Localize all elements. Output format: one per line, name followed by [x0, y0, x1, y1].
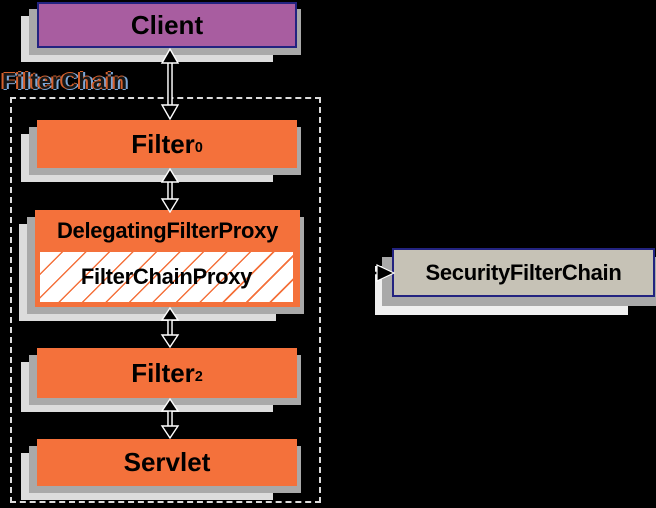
filter2-label: Filter	[131, 357, 195, 388]
servlet-label: Servlet	[123, 447, 211, 477]
arrow-filter0-delegatingfilterproxy-icon	[157, 168, 183, 213]
client-label: Client	[130, 9, 204, 40]
filterchain-group-label: FilterChain	[2, 68, 128, 94]
filter-chain-proxy-node: FilterChainProxy	[40, 252, 293, 302]
arrow-delegatingfilterproxy-filter2-icon	[157, 307, 183, 348]
delegating-filter-proxy-title: DelegatingFilterProxy	[56, 218, 279, 243]
filterchain-group-border	[10, 97, 321, 503]
client-node: Client	[37, 2, 297, 48]
delegating-filter-proxy-node: DelegatingFilterProxy FilterChainProxy	[35, 210, 300, 307]
arrow-filterchainproxy-securityfilterchain-icon	[330, 260, 396, 286]
filter0-label: Filter	[131, 128, 195, 159]
arrow-filter2-servlet-icon	[157, 398, 183, 439]
servlet-node: Servlet	[37, 439, 297, 486]
arrow-client-filter0-icon	[157, 48, 183, 120]
filter-chain-proxy-label: FilterChainProxy	[80, 264, 253, 289]
security-filter-chain-label: SecurityFilterChain	[425, 259, 622, 285]
security-filter-chain-node: SecurityFilterChain	[392, 248, 655, 297]
